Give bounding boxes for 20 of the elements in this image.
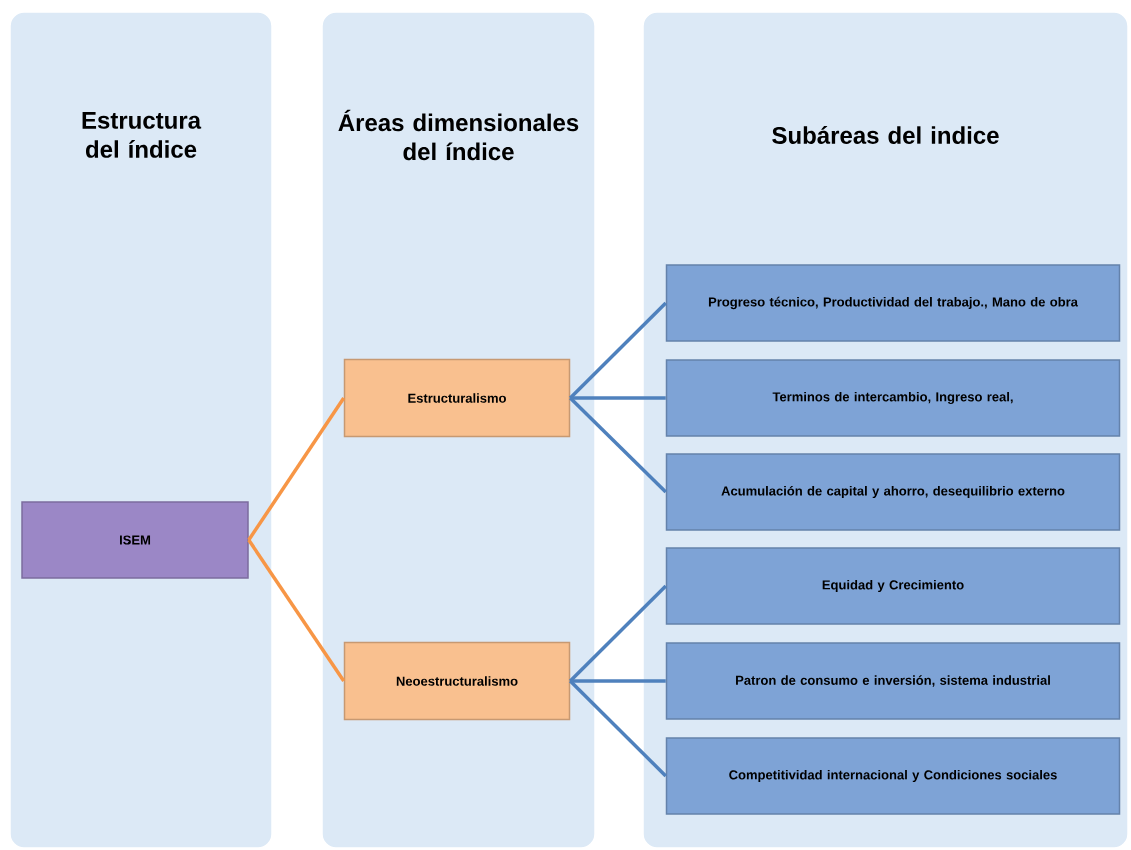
column-heading: Áreas dimensionales del índice: [338, 109, 579, 161]
bevel-box: Equidad y Crecimiento: [665, 547, 1121, 625]
bevel-box: Patron de consumo e inversión, sistema industrial: [665, 642, 1121, 720]
bevel-box: Acumulación de capital y ahorro, desequilibrio externo: [665, 453, 1121, 531]
bevel-box: Progreso técnico, Productividad del trabajo., Mano de obra: [665, 264, 1121, 342]
bevel-box: ISEM: [21, 501, 249, 579]
bevel-box: Terminos de intercambio, Ingreso real,: [665, 359, 1121, 437]
bevel-box: Neoestructuralismo: [343, 641, 571, 721]
column-heading: Subáreas del indice: [772, 126, 999, 144]
connector-line: [570, 679, 666, 683]
connector-line: [569, 301, 667, 400]
connector-line: [247, 397, 346, 541]
connector-line: [570, 396, 666, 400]
column-heading: Estructura del índice: [82, 112, 202, 158]
connector-line: [569, 584, 667, 683]
connector-line: [247, 539, 346, 682]
connector-line: [569, 679, 667, 778]
bevel-box: Competitividad internacional y Condiciones sociales: [665, 737, 1121, 815]
connector-line: [569, 396, 667, 494]
bevel-box: Estructuralismo: [343, 358, 571, 438]
